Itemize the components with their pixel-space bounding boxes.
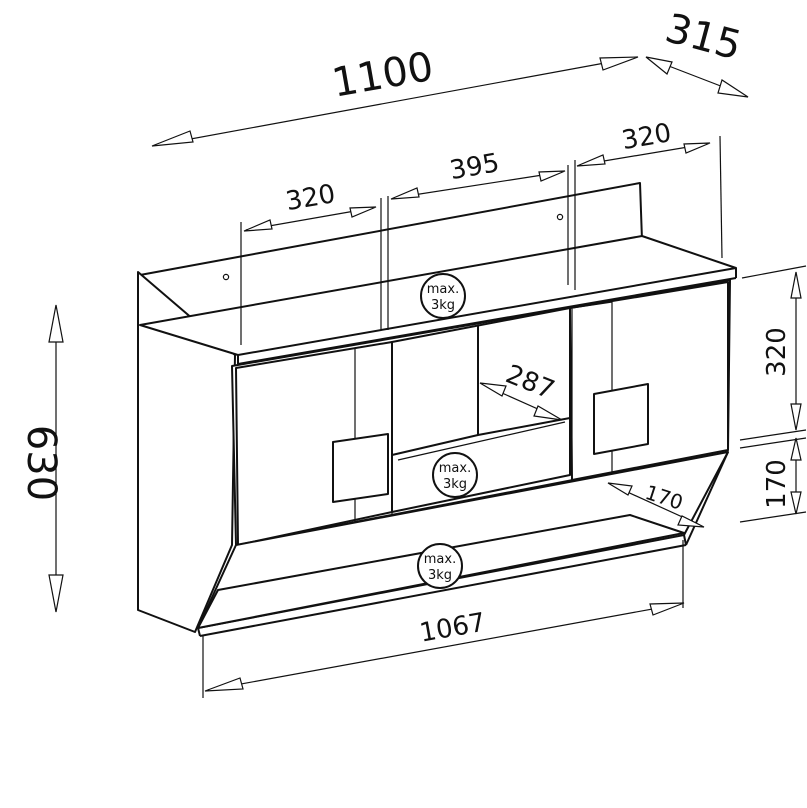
dimension-middle-section: 395: [387, 148, 569, 330]
load-badge-line2: 3kg: [428, 568, 452, 583]
dimension-label-lower-height: 170: [762, 459, 792, 509]
dimension-label-left-section: 320: [284, 179, 338, 217]
load-badge: max. 3kg: [420, 273, 466, 319]
dimension-label-bottom-width: 1067: [417, 608, 487, 649]
load-badge-line2: 3kg: [431, 298, 455, 313]
left-door-handle: [332, 433, 389, 503]
load-badge: max. 3kg: [417, 543, 463, 589]
load-badge-line2: 3kg: [443, 477, 467, 492]
load-badge-line1: max.: [424, 552, 456, 567]
dimension-lower-height: 170: [739, 437, 807, 523]
dimension-left-section: 320: [240, 179, 382, 345]
right-door-handle: [593, 383, 649, 455]
mounting-hole-right: [556, 213, 564, 221]
load-badge-line1: max.: [439, 461, 471, 476]
cabinet-body: [137, 182, 737, 637]
dimension-label-depth: 315: [661, 5, 747, 69]
dimension-lower-depth: 170: [607, 480, 705, 528]
dimension-label-upper-height: 320: [762, 327, 792, 377]
load-badge-line1: max.: [427, 282, 459, 297]
load-badge: max. 3kg: [432, 452, 478, 498]
dimension-height: 630: [18, 304, 64, 613]
dimension-label-height: 630: [18, 425, 64, 501]
dimension-upper-height: 320: [739, 265, 807, 441]
mounting-hole-left: [222, 273, 230, 281]
dimension-total-width: 1100: [151, 44, 639, 147]
middle-compartment: [391, 307, 571, 513]
dimension-label-middle-section: 395: [448, 148, 502, 186]
